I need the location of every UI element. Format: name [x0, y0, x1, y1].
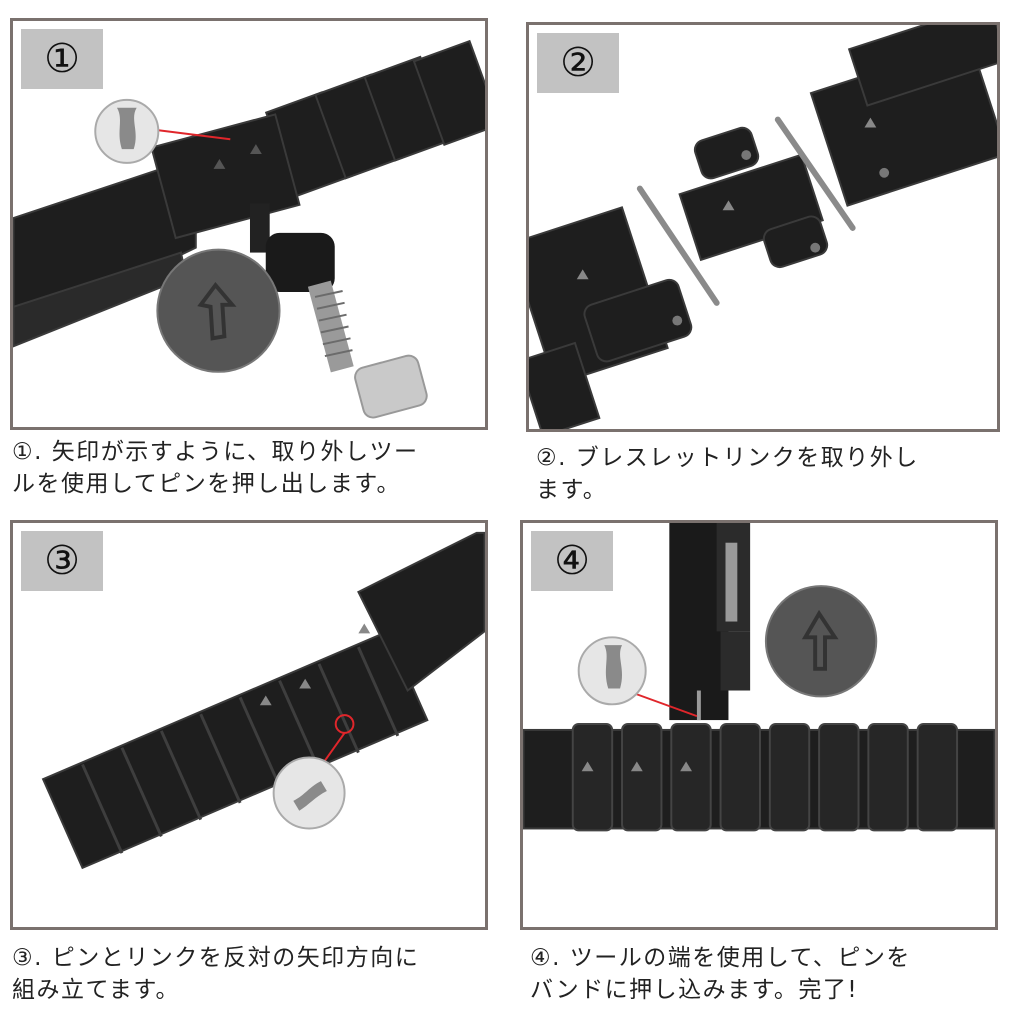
step-4-caption-line-2: バンドに押し込みます。完了!: [530, 977, 859, 1003]
step-4-caption-line-1: ④. ツールの端を使用して、ピンを: [530, 945, 911, 971]
step-4-caption: ④. ツールの端を使用して、ピンを バンドに押し込みます。完了!: [530, 942, 911, 1006]
step-3-caption-line-2: 組み立てます。: [12, 977, 181, 1003]
step-2-caption: ②. ブレスレットリンクを取り外し ます。: [536, 442, 919, 506]
step-4-illustration: [523, 523, 995, 832]
step-3-caption-line-1: ③. ピンとリンクを反対の矢印方向に: [12, 945, 420, 971]
pin-closeup-icon: [272, 756, 346, 830]
arrow-icon: [156, 248, 281, 373]
step-1-badge: ①: [21, 29, 103, 89]
pin-tool-icon: [249, 203, 428, 419]
pin-tool-icon: [669, 523, 751, 721]
step-1-caption-line-1: ①. 矢印が示すように、取り外しツー: [12, 439, 419, 465]
step-3-number: ③: [44, 538, 80, 584]
step-1-number: ①: [44, 36, 80, 82]
step-2-caption-line-1: ②. ブレスレットリンクを取り外し: [536, 445, 919, 471]
step-4-panel: ④: [520, 520, 998, 930]
step-2-number: ②: [560, 40, 596, 86]
step-1-panel: ①: [10, 18, 488, 430]
step-2-badge: ②: [537, 33, 619, 93]
step-3-panel: ③: [10, 520, 488, 930]
step-3-badge: ③: [21, 531, 103, 591]
step-4-number: ④: [554, 538, 590, 584]
step-1-caption: ①. 矢印が示すように、取り外しツー ルを使用してピンを押し出します。: [12, 436, 419, 500]
step-3-caption: ③. ピンとリンクを反対の矢印方向に 組み立てます。: [12, 942, 419, 1006]
step-3-illustration: [41, 531, 485, 870]
spring-pin-icon: [636, 116, 856, 306]
step-2-caption-line-2: ます。: [536, 477, 608, 503]
arrow-icon: [764, 585, 878, 698]
step-2-panel: ②: [526, 22, 1000, 432]
step-4-badge: ④: [531, 531, 613, 591]
step-1-caption-line-2: ルを使用してピンを押し出します。: [12, 471, 402, 497]
step-1-illustration: [13, 39, 485, 419]
step-2-illustration: [529, 25, 997, 429]
pin-closeup-icon: [577, 636, 647, 706]
pin-closeup-icon: [94, 98, 160, 164]
